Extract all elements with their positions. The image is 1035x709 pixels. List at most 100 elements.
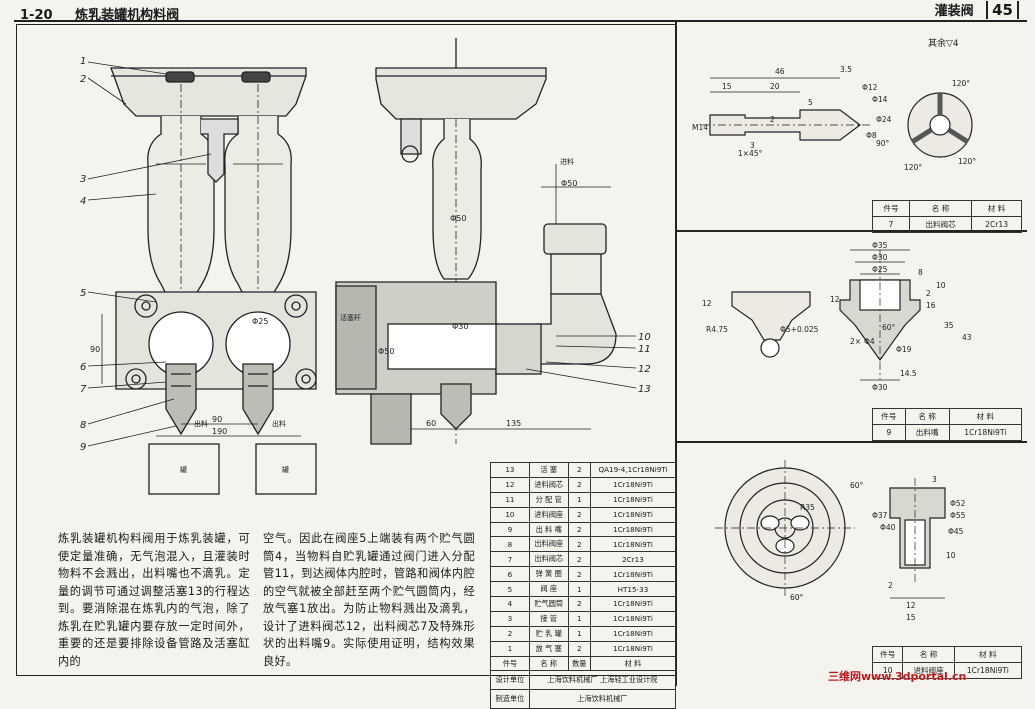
design-label: 设计单位: [490, 670, 530, 691]
parts-cell-no: 1: [490, 640, 530, 657]
parts-cell-qty: 1: [567, 581, 591, 598]
parts-cell-qty: 1: [567, 491, 591, 508]
callout-2: 2: [80, 74, 86, 85]
d3-dim-5: Φ45: [948, 527, 964, 536]
d3-dim-12: 15: [906, 613, 916, 622]
d1-r1: 出料阀芯: [908, 216, 973, 233]
parts-cell-material: 1Cr18Ni9Ti: [589, 640, 677, 657]
d3-h1: 名 称: [902, 646, 955, 663]
parts-cell-qty: 2: [567, 596, 591, 612]
parts-cell-material: 1Cr18Ni9Ti: [589, 536, 677, 553]
d2-dim-3: 8: [918, 268, 923, 277]
detail2-drawing: Φ35 Φ30 Φ25 8 12 12 2 35 16 10 43 R4.75 …: [702, 241, 972, 392]
d1-dim-0: 46: [775, 67, 785, 76]
page-number: 45: [986, 1, 1019, 19]
callout-8: 8: [80, 420, 86, 431]
design-units: 上海饮料机械厂 上海轻工业设计院: [528, 670, 677, 691]
parts-cell-name: 进料阀芯: [528, 476, 569, 493]
parts-cell-no: 4: [490, 596, 530, 612]
label-piston-rod: 活塞杆: [340, 313, 361, 322]
callout-13: 13: [638, 384, 651, 395]
dim-190: 190: [212, 427, 227, 436]
d2-r1: 出料嘴: [904, 424, 950, 441]
d1-dim-4: 5: [808, 98, 813, 107]
d2-dim-18: Φ4: [864, 337, 875, 346]
category-label: 灌装阀: [934, 4, 974, 19]
d3-dim-10: 2: [888, 581, 893, 590]
parts-cell-qty: 2: [567, 521, 591, 538]
d2-dim-13: 60°: [882, 323, 896, 332]
parts-cell-no: 5: [490, 581, 530, 598]
d2-dim-11: R4.75: [706, 325, 728, 334]
parts-cell-name: 分 配 管: [528, 491, 569, 508]
d1-dim-12: 120°: [904, 163, 922, 172]
d3-h2: 材 料: [953, 646, 1023, 663]
d2-dim-9: 10: [936, 281, 946, 290]
dim-90-bottom: 90: [212, 415, 222, 424]
parts-cell-material: QA19-4,1Cr18Ni9Ti: [589, 462, 677, 478]
d3-dim-2: 60°: [790, 593, 804, 602]
description-col2: 空气。因此在阀座5上端装有两个贮气圆筒4，当物料自贮乳罐通过阀门进入分配管11，…: [263, 532, 475, 668]
dim-phi50-top: Φ50: [561, 179, 577, 188]
page-header-right: 灌装阀 45: [935, 0, 1019, 19]
parts-cell-no: 11: [490, 491, 530, 508]
d3-dim-11: 12: [906, 601, 916, 610]
parts-cell-no: 12: [490, 476, 530, 493]
dim-90-left: 90: [90, 345, 100, 354]
d1-h1: 名 称: [908, 200, 973, 217]
parts-cell-material: 1Cr18Ni9Ti: [589, 596, 677, 612]
detail1-drawing: 46 3.5 15 20 5 Φ12 Φ14 Φ24 Φ8 90° 120° 1…: [692, 65, 976, 172]
d2-r2: 1Cr18Ni9Ti: [948, 424, 1023, 441]
d3-r2: 1Cr18Ni9Ti: [953, 662, 1023, 679]
d3-dim-3: Φ37: [872, 511, 888, 520]
d3-dim-6: Φ52: [950, 499, 966, 508]
parts-cell-name: 贮 乳 罐: [528, 625, 569, 642]
callout-3: 3: [80, 174, 86, 185]
parts-cell-qty: 2: [567, 506, 591, 523]
parts-header-material: 材 料: [589, 655, 677, 672]
d1-dim-13: 1×45°: [738, 149, 763, 158]
d2-dim-14: Φ19: [896, 345, 912, 354]
parts-cell-material: HT15-33: [589, 581, 677, 598]
parts-cell-no: 7: [490, 551, 530, 568]
d2-dim-17: 2×: [850, 337, 861, 346]
parts-cell-name: 活 塞: [528, 462, 569, 478]
parts-cell-material: 1Cr18Ni9Ti: [589, 506, 677, 523]
d3-dim-1: 60°: [850, 481, 864, 490]
parts-cell-material: 1Cr18Ni9Ti: [589, 566, 677, 583]
d2-dim-10: 43: [962, 333, 972, 342]
parts-cell-no: 13: [490, 462, 530, 478]
maker-label: 制造单位: [490, 689, 530, 709]
callout-6: 6: [80, 362, 86, 373]
parts-list-header-row: 件号 名 称 数量 材 料: [490, 655, 677, 672]
d1-dim-14: 2: [770, 115, 775, 124]
d1-r0: 7: [872, 216, 910, 233]
d2-dim-12: Φ5+0.025: [780, 325, 819, 334]
parts-header-qty: 数量: [567, 655, 591, 672]
dim-phi50-mid: Φ50: [450, 214, 466, 223]
parts-cell-name: 放 气 塞: [528, 640, 569, 657]
parts-cell-name: 弹 簧 圈: [528, 566, 569, 583]
d3-r1: 进料阀座: [902, 662, 955, 679]
callout-12: 12: [638, 364, 651, 375]
callout-5: 5: [80, 288, 86, 299]
parts-header-no: 件号: [490, 655, 530, 672]
dim-phi25: Φ25: [252, 317, 268, 326]
d1-dim-9: 90°: [876, 139, 890, 148]
d1-dim-5: Φ12: [862, 83, 878, 92]
callout-4: 4: [80, 196, 86, 207]
parts-cell-no: 6: [490, 566, 530, 583]
maker-name: 上海饮料机械厂: [528, 689, 677, 709]
label-outlet-right: 出料: [272, 419, 286, 428]
